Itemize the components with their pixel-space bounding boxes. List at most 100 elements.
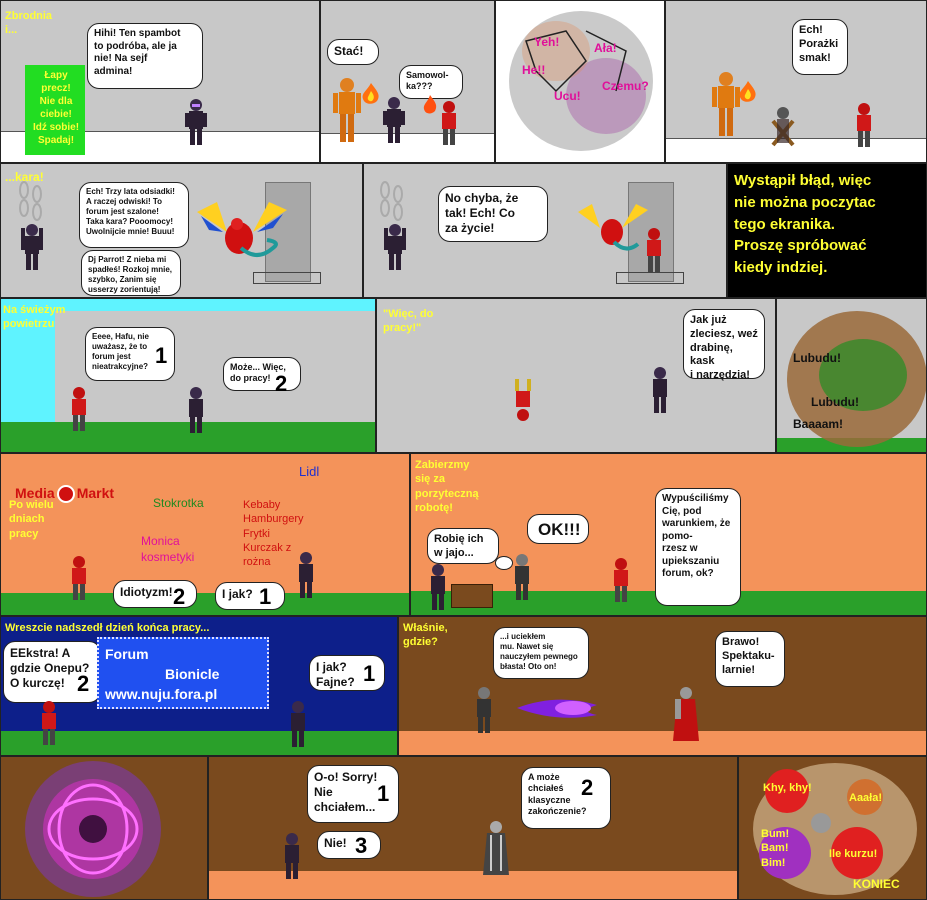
speech-bubble-dj-parrot: Dj Parrot! Z nieba mi spadłeś! Rozkoj mn…	[81, 250, 181, 296]
villain-figure	[383, 97, 405, 143]
shop-monica: Monica kosmetyki	[141, 534, 195, 564]
fire-icon	[739, 81, 756, 102]
orange-hero-figure	[712, 72, 740, 136]
panel-17: Khy, khy! Aaała! Bum! Bam! Bim! Ile kurz…	[738, 756, 927, 900]
panel-2: Stać! Samowol- ka???	[320, 0, 495, 163]
falling-hero-figure	[515, 379, 531, 421]
speech-bubble-blast: ...i uciekłem mu. Nawet się nauczyłem pe…	[493, 627, 589, 679]
panel-13: Wreszcie nadszedł dzień końca pracy... E…	[0, 616, 398, 756]
sfx-ucu: Ucu!	[554, 89, 581, 103]
grey-villain-figure	[477, 687, 491, 733]
speech-bubble-wypuscilismy: Wypuściliśmy Cię, pod warunkiem, że pomo…	[655, 488, 741, 606]
villain-figure	[653, 367, 667, 413]
error-message: Wystąpił błąd, więc nie można poczytac t…	[734, 172, 876, 276]
red-hero-figure	[72, 556, 86, 600]
panel-4: Ech! Porażki smak!	[665, 0, 927, 163]
small-speech-bubble	[495, 556, 513, 570]
panel-number: 2	[275, 371, 288, 396]
sfx-ala: Ała!	[594, 41, 617, 55]
speech-bubble-fajne: I jak? Fajne?	[309, 655, 385, 691]
panel-number: 1	[363, 661, 376, 686]
brand-name: Media	[15, 485, 55, 502]
shop-lidl: Lidl	[299, 464, 320, 479]
sfx-lubudu: Lubudu!	[811, 395, 859, 409]
panel-11-caption: Po wielu dniach pracy	[9, 499, 54, 540]
speech-bubble-stop: Stać!	[327, 39, 379, 65]
panel-6: No chyba, że tak! Ech! Co za życie!	[363, 163, 727, 298]
orange-hero-figure	[333, 78, 361, 142]
panel-5-caption: ...kara!	[5, 170, 44, 184]
panel-8-caption: Na świeżym powietrzu	[3, 304, 66, 331]
sky-area	[1, 299, 375, 311]
speech-bubble-odsiadka: Ech! Trzy lata odsiadki! A raczej odwisk…	[79, 182, 189, 248]
panel-13-caption: Wreszcie nadszedł dzień końca pracy...	[5, 622, 210, 634]
speech-bubble-i-jak: I jak?	[215, 582, 285, 610]
panel-12-caption: Zabierzmy się za porzyteczną robotę!	[415, 459, 479, 514]
brand-name: Markt	[76, 485, 115, 502]
villain-figure	[185, 99, 207, 145]
villain-figure	[291, 701, 305, 747]
speech-bubble-chyba: No chyba, że tak! Ech! Co za życie!	[438, 186, 548, 242]
warning-sign	[25, 65, 85, 155]
panel-number: 2	[173, 584, 186, 609]
panel-14-caption: Właśnie, gdzie?	[403, 622, 448, 649]
speech-bubble-zakonczenie: A może chciałeś klasyczne zakończenie?	[521, 767, 611, 829]
panel-number: 1	[155, 343, 168, 368]
treasure-chest	[451, 584, 493, 608]
panel-number: 1	[377, 781, 390, 806]
explosion-cloud	[787, 311, 926, 447]
panel-11: Media Markt Lidl Stokrotka Monica kosmety…	[0, 453, 410, 616]
red-hero-figure	[857, 103, 871, 147]
panel-7-error: Wystąpił błąd, więc nie można poczytac t…	[727, 163, 927, 298]
villain-figure	[189, 387, 203, 433]
panel-1-caption: Zbrodnia i...	[5, 10, 53, 37]
speech-bubble-sorry: O-o! Sorry! Nie chciałem...	[307, 765, 399, 823]
villain-figure	[285, 833, 299, 879]
parrot-figure	[197, 202, 287, 257]
speech-bubble-ok: OK!!!	[527, 514, 589, 544]
chain-icon	[380, 181, 403, 221]
speech-bubble-nie: Nie!	[317, 831, 381, 859]
panel-5: ...kara! Ech! Trzy lata odsiadki! A racz…	[0, 163, 363, 298]
sfx-baaaam: Baaaam!	[793, 417, 844, 431]
ending-text: KONIEC	[853, 877, 900, 891]
sfx-lubudu: Lubudu!	[793, 351, 841, 365]
speech-bubble-idiotyzm: Idiotyzm!	[113, 580, 197, 608]
speech-bubble-robie: Robię ich w jajo...	[427, 528, 499, 564]
speech-bubble-drabina: Jak już zleciesz, weź drabinę, kask i na…	[683, 309, 765, 381]
panel-9: "Więc, do pracy!" Jak już zleciesz, weź …	[376, 298, 776, 453]
panel-number: 3	[355, 833, 368, 858]
red-hero-figure	[614, 558, 628, 602]
forum-sign-subtitle: Bionicle	[165, 666, 220, 682]
forum-sign-title: Forum	[105, 646, 149, 662]
speech-bubble-do-pracy: Może... Więc, do pracy!	[223, 357, 301, 391]
grey-villain-figure	[515, 554, 529, 600]
panel-10: Lubudu! Lubudu! Baaaam!	[776, 298, 927, 453]
sfx-bum-bam-bim: Bum! Bam! Bim!	[761, 828, 790, 869]
sfx-he: He!!	[522, 63, 546, 77]
forum-sign-url: www.nuju.fora.pl	[105, 686, 218, 702]
shop-stokrotka: Stokrotka	[153, 496, 204, 510]
panel-number: 1	[259, 584, 272, 609]
red-hero-figure	[42, 701, 56, 745]
red-hero-figure	[647, 228, 661, 272]
parrot-figure	[578, 204, 648, 251]
panel-number: 2	[77, 671, 90, 696]
sfx-khy: Khy, khy!	[763, 782, 812, 794]
panel-number: 2	[581, 775, 594, 800]
speech-bubble-brawo: Brawo! Spektaku- larnie!	[715, 631, 785, 687]
chain-icon	[19, 181, 42, 221]
villain-chained-figure	[384, 224, 406, 270]
mediamarkt-logo: Media Markt	[15, 466, 115, 504]
villain-chained-figure	[21, 224, 43, 270]
sfx-ile-kurzu: Ile kurzu!	[829, 848, 878, 860]
sfx-yeh: Yeh!	[534, 35, 560, 49]
sfx-aaala: Aaała!	[849, 792, 883, 804]
speech-bubble-onepu: EEkstra! A gdzie Onepu? O kurczę!	[3, 641, 101, 703]
grey-robed-figure	[483, 821, 509, 875]
cell-floor-line	[616, 272, 684, 284]
portal-vortex	[25, 761, 161, 897]
speech-bubble-nieatrakcyjne: Eeee, Hafu, nie uważasz, że to forum jes…	[85, 327, 175, 381]
speech-bubble-spambot: Hihi! Ten spambot to podróba, ale ja nie…	[87, 23, 203, 89]
